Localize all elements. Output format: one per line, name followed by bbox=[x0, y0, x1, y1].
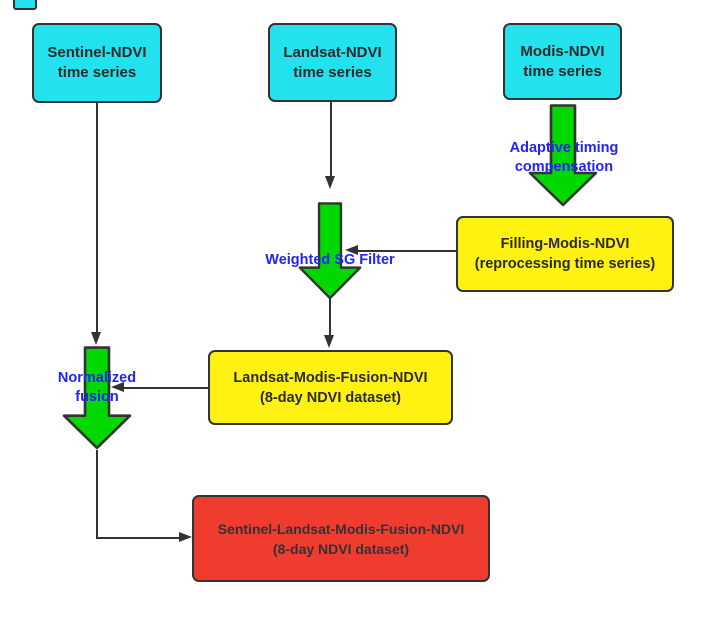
node-modis-ndvi: Modis-NDVI time series bbox=[503, 23, 622, 100]
node-subtitle: (8-day NDVI dataset) bbox=[259, 389, 401, 406]
node-sentinel-landsat-modis-fusion-ndvi: Sentinel-Landsat-Modis-Fusion-NDVI (8-da… bbox=[192, 495, 490, 582]
node-title: Modis-NDVI bbox=[520, 42, 605, 60]
connector-sentinel-down bbox=[96, 103, 98, 333]
edge-label-normalized-fusion: Normalized fusion bbox=[37, 369, 157, 407]
connector-filling-to-sgfilter bbox=[356, 250, 456, 252]
edge-label-line: Adaptive timing bbox=[509, 140, 619, 156]
node-subtitle: time series bbox=[57, 64, 137, 81]
clipped-box-fragment bbox=[13, 0, 37, 10]
sentinel-normalized-block-arrow bbox=[62, 346, 132, 450]
node-title: Landsat-NDVI bbox=[283, 43, 382, 61]
edge-label-line: compensation bbox=[514, 159, 614, 175]
node-landsat-modis-fusion-ndvi: Landsat-Modis-Fusion-NDVI (8-day NDVI da… bbox=[208, 350, 453, 425]
node-title: Sentinel-NDVI bbox=[47, 44, 147, 61]
node-title: Filling-Modis-NDVI bbox=[500, 236, 630, 252]
node-filling-modis-ndvi: Filling-Modis-NDVI (reprocessing time se… bbox=[456, 216, 674, 292]
node-sentinel-ndvi: Sentinel-NDVI time series bbox=[32, 23, 162, 103]
connector-landsat-down bbox=[330, 102, 332, 176]
arrowhead-down-icon bbox=[325, 176, 335, 189]
node-subtitle: (8-day NDVI dataset) bbox=[272, 540, 410, 557]
node-title: Sentinel-Landsat-Modis-Fusion-NDVI bbox=[217, 520, 465, 537]
connector-normalized-down bbox=[96, 450, 98, 539]
edge-label-adaptive-timing: Adaptive timing compensation bbox=[493, 139, 635, 177]
node-title: Landsat-Modis-Fusion-NDVI bbox=[233, 369, 428, 386]
modis-adaptive-block-arrow bbox=[528, 104, 598, 207]
arrowhead-down-icon bbox=[324, 335, 334, 348]
node-landsat-ndvi: Landsat-NDVI time series bbox=[268, 23, 397, 102]
arrowhead-left-icon bbox=[345, 245, 358, 255]
landsat-sgfilter-block-arrow bbox=[298, 202, 362, 300]
edge-label-line: Normalized bbox=[57, 370, 137, 386]
arrowhead-down-icon bbox=[91, 332, 101, 345]
connector-sgfilter-to-fusion bbox=[329, 298, 331, 335]
node-subtitle: time series bbox=[293, 63, 372, 81]
connector-to-final bbox=[96, 537, 180, 539]
connector-fusion-to-normalized bbox=[122, 387, 208, 389]
arrowhead-left-icon bbox=[111, 382, 124, 392]
node-subtitle: (reprocessing time series) bbox=[474, 256, 656, 272]
edge-label-weighted-sg-filter: Weighted SG Filter bbox=[265, 252, 395, 268]
edge-label-line: fusion bbox=[75, 389, 119, 405]
arrowhead-right-icon bbox=[179, 532, 192, 542]
node-subtitle: time series bbox=[523, 62, 602, 80]
